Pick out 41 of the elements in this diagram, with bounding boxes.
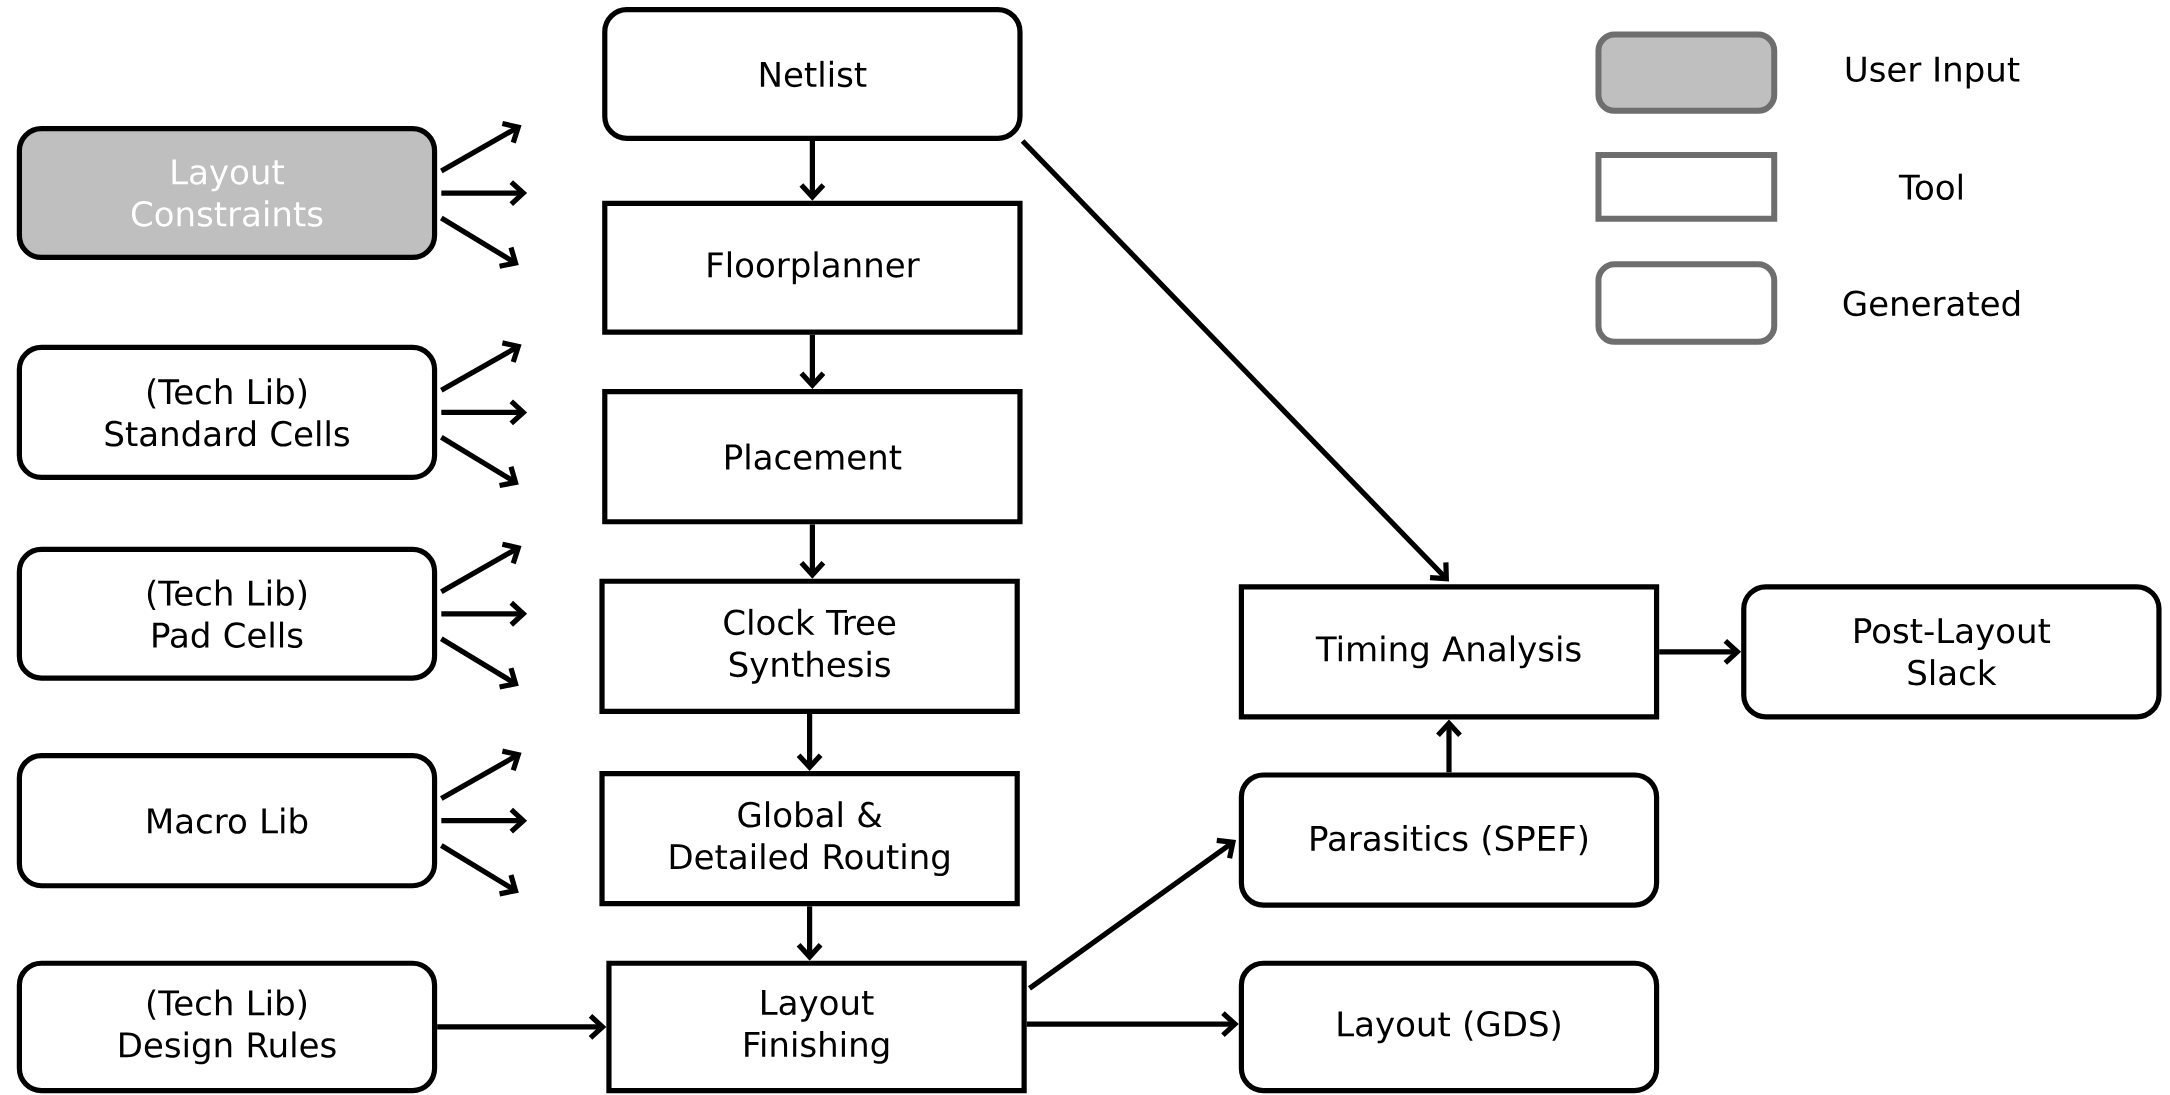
arrow <box>799 334 826 390</box>
arrow <box>441 601 528 627</box>
generated-box: (Tech Lib) Standard Cells <box>16 344 438 481</box>
arrow <box>439 435 519 489</box>
tool-box: Clock Tree Synthesis <box>599 578 1020 715</box>
arrow <box>441 807 528 834</box>
arrow <box>796 714 823 772</box>
arrow <box>441 180 528 207</box>
generated-box: Layout (GDS) <box>1238 960 1660 1094</box>
arrow <box>1026 1011 1239 1038</box>
tool-box: Floorplanner <box>602 201 1023 335</box>
arrow <box>440 541 522 595</box>
legend-label: User Input <box>1846 56 2020 89</box>
arrow <box>1659 639 1742 665</box>
arrow <box>1436 719 1462 773</box>
arrow <box>440 121 522 174</box>
generated-box: Macro Lib <box>16 753 438 889</box>
tool-box: Layout Finishing <box>606 960 1027 1094</box>
input-box: Layout Constraints <box>16 126 438 261</box>
arrow <box>1020 139 1449 582</box>
tool-box: Timing Analysis <box>1238 584 1660 720</box>
legend-label: Generated <box>1843 290 2020 317</box>
generated-box: (Tech Lib) Pad Cells <box>16 547 438 681</box>
arrow <box>440 340 522 393</box>
generated-box: Netlist <box>602 7 1023 142</box>
tool-box: Global & Detailed Routing <box>599 771 1020 907</box>
generated-box: Parasitics (SPEF) <box>1238 772 1660 908</box>
arrow <box>439 636 519 690</box>
arrow <box>799 524 826 579</box>
arrow <box>441 399 528 426</box>
arrow <box>437 1014 607 1040</box>
tool-box: Placement <box>602 389 1023 525</box>
arrow <box>799 141 826 201</box>
arrow <box>439 215 519 269</box>
arrow <box>796 906 823 961</box>
generated-box: (Tech Lib) Design Rules <box>16 960 438 1094</box>
arrow <box>439 843 519 897</box>
legend-label: Tool <box>1898 173 1962 201</box>
arrow <box>440 748 522 801</box>
generated-box: Post-Layout Slack <box>1741 584 2162 720</box>
arrow <box>1027 837 1237 991</box>
